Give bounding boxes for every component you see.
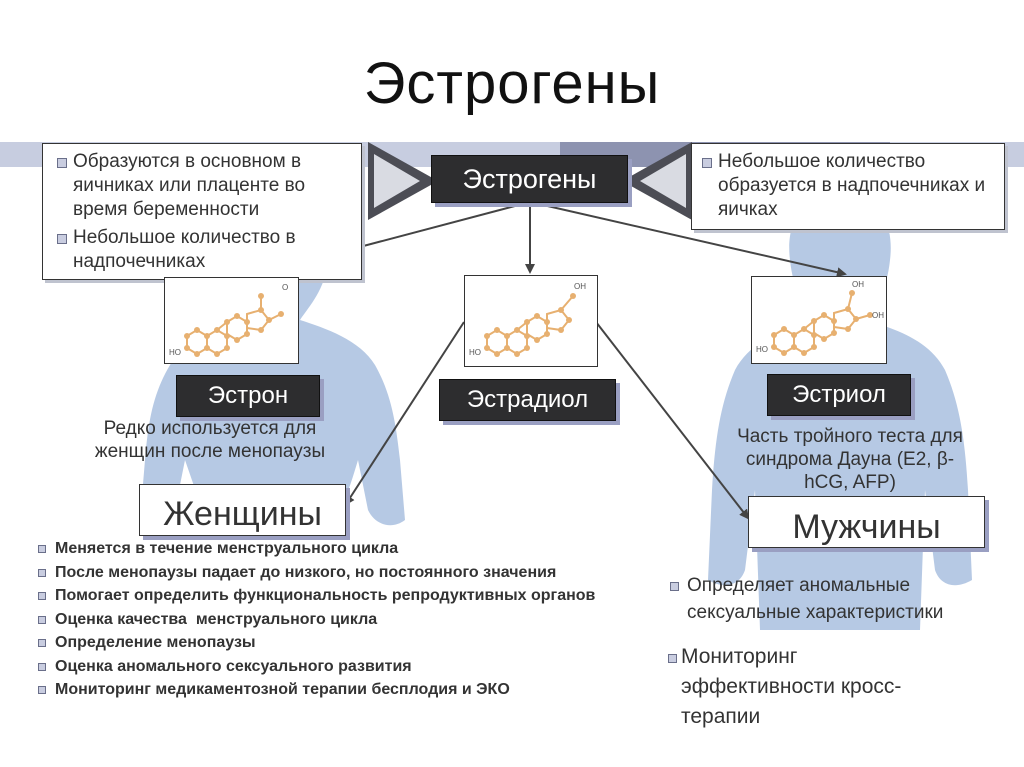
- women-list: Меняется в течение менструального цикла …: [38, 537, 638, 702]
- estrone-molecule: HO O: [164, 277, 299, 364]
- left-chevron: [368, 142, 438, 220]
- estradiol-label: Эстрадиол: [439, 379, 616, 421]
- svg-text:OH: OH: [574, 282, 586, 291]
- bullet-icon: [57, 234, 67, 244]
- molecule-structure-icon: HO O: [169, 283, 288, 357]
- svg-text:OH: OH: [852, 280, 864, 289]
- bullet-icon: [38, 686, 46, 694]
- estrogens-center-label: Эстрогены: [431, 155, 628, 203]
- list-item: Помогает определить функциональность реп…: [38, 584, 638, 608]
- svg-text:HO: HO: [756, 345, 768, 354]
- bullet-icon: [38, 545, 46, 553]
- bullet-icon: [702, 158, 712, 168]
- page-title: Эстрогены: [363, 51, 661, 116]
- list-item: После менопаузы падает до низкого, но по…: [38, 561, 638, 585]
- bullet-icon: [38, 639, 46, 647]
- estriol-molecule: HO OH OH: [751, 276, 887, 364]
- svg-text:OH: OH: [872, 311, 884, 320]
- bullet-icon: [57, 158, 67, 168]
- list-item: Оценка качества менструального цикла: [38, 608, 638, 632]
- bullet-icon: [38, 662, 46, 671]
- estriol-caption: Часть тройного теста для синдрома Дауна …: [737, 426, 963, 493]
- bullet-icon: [670, 582, 679, 591]
- svg-text:HO: HO: [469, 348, 481, 357]
- bullet-icon: [38, 592, 46, 600]
- right-chevron: [622, 142, 692, 220]
- molecule-structure-icon: HO OH: [469, 282, 586, 357]
- left-note: Образуются в основном в яичниках или пла…: [42, 143, 362, 280]
- list-item: Меняется в течение менструального цикла: [38, 537, 638, 561]
- men-label: Мужчины: [748, 496, 985, 548]
- estrone-caption: Редко используется для женщин после мено…: [94, 418, 326, 462]
- right-note: Небольшое количество образуется в надпоч…: [691, 143, 1005, 230]
- right-note-item: Небольшое количество образуется в надпоч…: [702, 150, 996, 222]
- list-item: Мониторинг медикаментозной терапии беспл…: [38, 678, 638, 702]
- left-note-item: Образуются в основном в яичниках или пла…: [57, 150, 353, 222]
- bullet-icon: [38, 615, 46, 624]
- bullet-icon: [668, 654, 677, 663]
- list-item: Определение менопаузы: [38, 631, 638, 655]
- svg-text:HO: HO: [169, 348, 181, 357]
- molecule-structure-icon: HO OH OH: [756, 280, 884, 356]
- men-list-item-1: Определяет аномальные сексуальные характ…: [670, 572, 970, 626]
- men-list-item-2: Мониторинг эффективности кросс-терапии: [668, 642, 938, 732]
- left-note-item: Небольшое количество в надпочечниках: [57, 226, 353, 274]
- estradiol-molecule: HO OH: [464, 275, 598, 367]
- svg-text:O: O: [282, 283, 288, 292]
- bullet-icon: [38, 568, 46, 577]
- list-item: Оценка аномального сексуального развития: [38, 655, 638, 679]
- women-label: Женщины: [139, 484, 346, 536]
- estrone-label: Эстрон: [176, 375, 320, 417]
- estriol-label: Эстриол: [767, 374, 911, 416]
